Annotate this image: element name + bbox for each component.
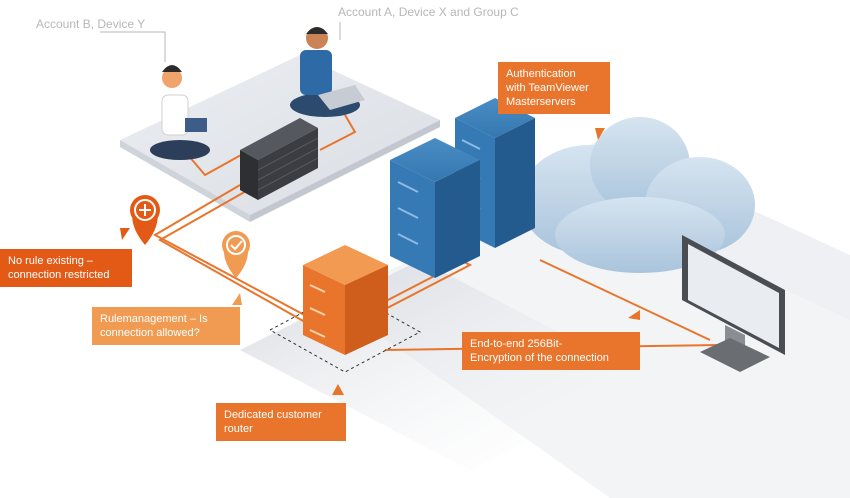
no-rule-line-2: connection restricted bbox=[8, 269, 110, 281]
callout-pointers bbox=[120, 128, 640, 395]
rulemanagement-line-1: Rulemanagement – Is bbox=[100, 313, 208, 325]
account-a-label: Account A, Device X and Group C bbox=[338, 5, 519, 19]
no-rule-callout: No rule existing – connection restricted bbox=[0, 249, 132, 287]
master-servers bbox=[390, 98, 535, 278]
customer-router bbox=[268, 245, 422, 373]
rulemanagement-line-2: connection allowed? bbox=[100, 327, 200, 339]
encryption-line-2: Encryption of the connection bbox=[470, 352, 609, 364]
rulemanagement-callout: Rulemanagement – Is connection allowed? bbox=[92, 307, 240, 345]
router-line-2: router bbox=[224, 423, 253, 435]
encryption-callout: End-to-end 256Bit- Encryption of the con… bbox=[462, 332, 640, 370]
firewall bbox=[240, 118, 319, 200]
router-line-1: Dedicated customer bbox=[224, 409, 322, 421]
router-callout: Dedicated customer router bbox=[216, 403, 346, 441]
person-a-illustration bbox=[290, 27, 365, 117]
authentication-line-3: Masterservers bbox=[506, 96, 576, 108]
authentication-line-2: with TeamViewer bbox=[506, 82, 589, 94]
authentication-line-1: Authentication bbox=[506, 68, 576, 80]
account-b-label: Account B, Device Y bbox=[36, 17, 146, 31]
person-b-illustration bbox=[150, 65, 210, 160]
check-pin-icon bbox=[222, 231, 250, 278]
no-rule-line-1: No rule existing – bbox=[8, 255, 93, 267]
monitor bbox=[682, 235, 785, 372]
top-label-leaders bbox=[100, 22, 341, 62]
encryption-line-1: End-to-end 256Bit- bbox=[470, 338, 563, 350]
plus-pin-icon bbox=[130, 195, 160, 245]
authentication-callout: Authentication with TeamViewer Masterser… bbox=[498, 62, 610, 114]
